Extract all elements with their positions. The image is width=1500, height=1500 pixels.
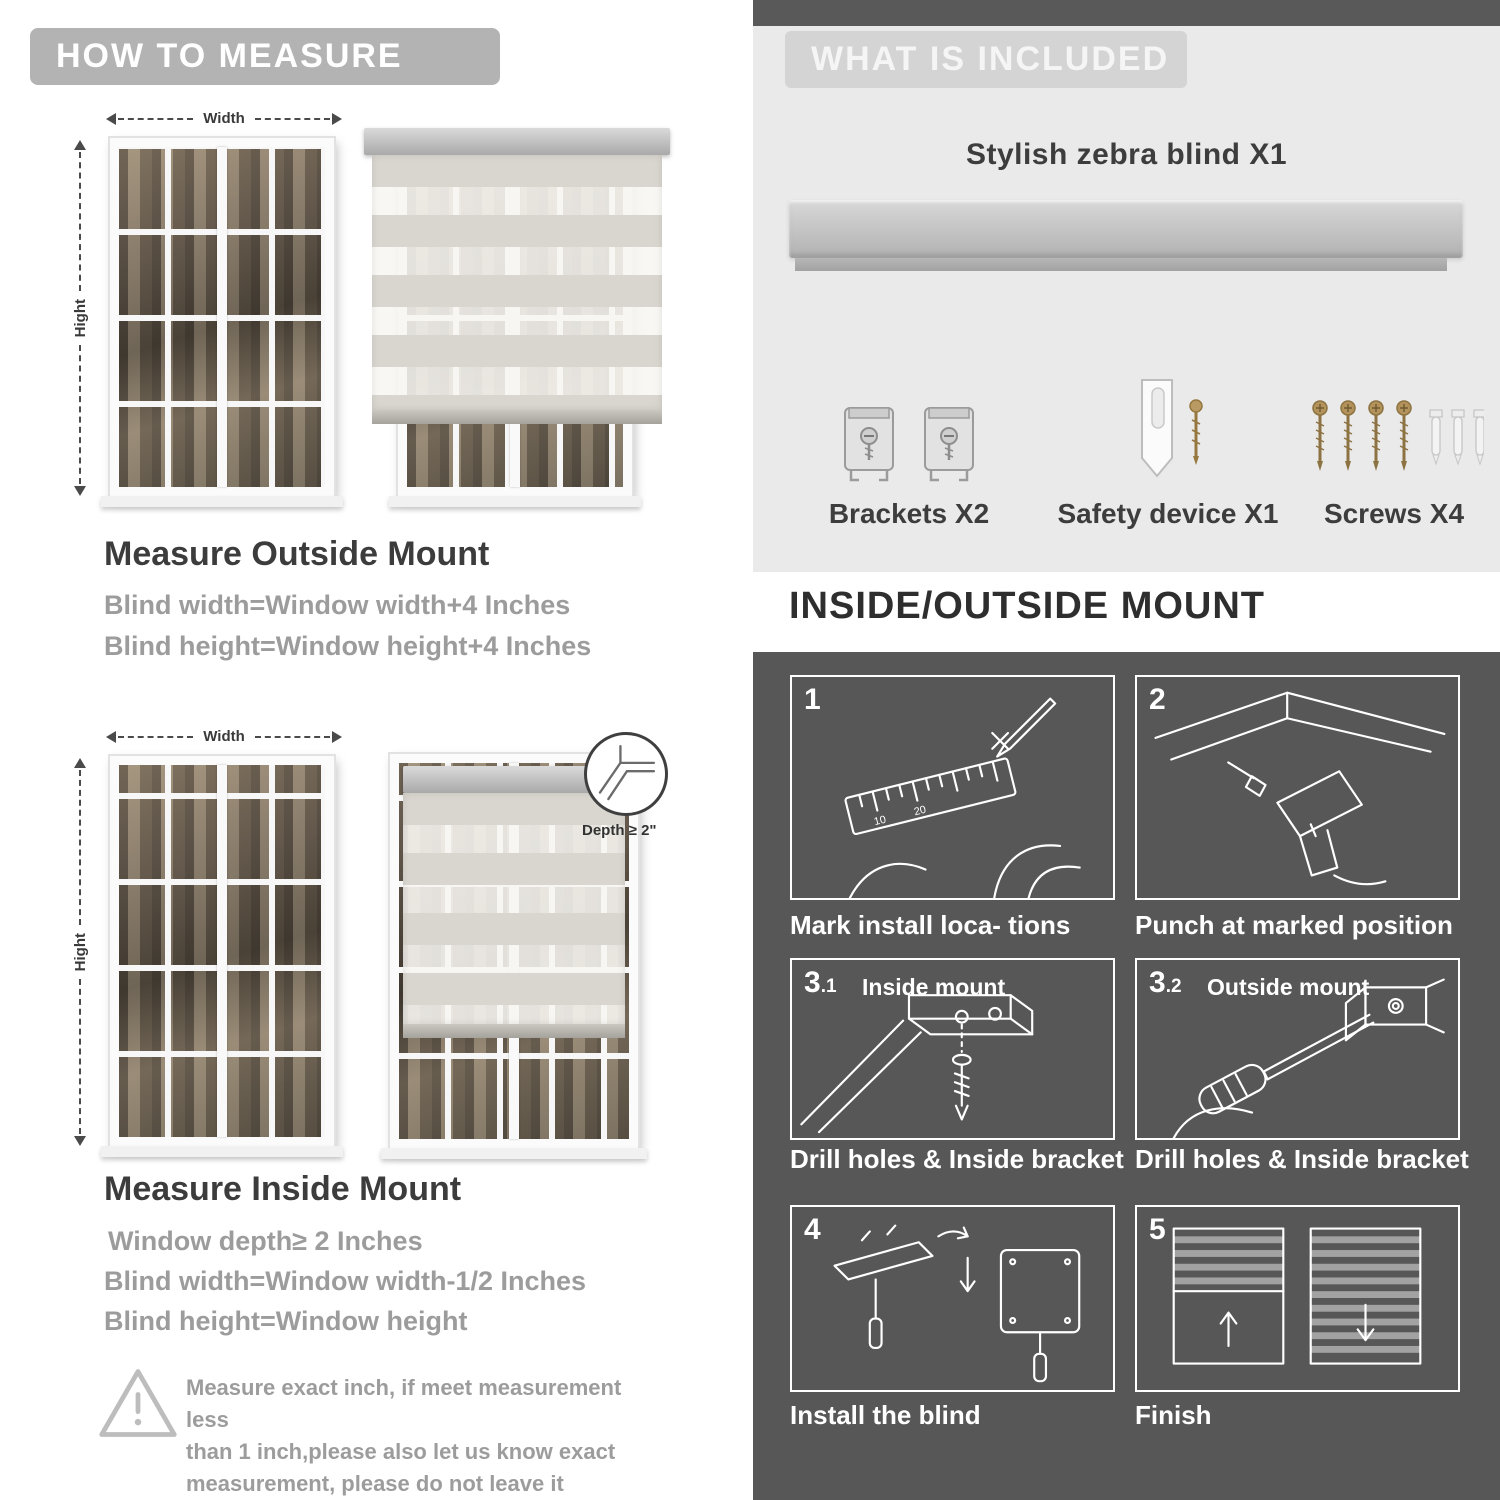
brackets-label: Brackets X2 bbox=[828, 498, 990, 529]
dashed-line bbox=[254, 735, 331, 738]
step-number: 3.2 bbox=[1149, 966, 1182, 999]
blind-headrail bbox=[364, 128, 670, 155]
install-blind-illustration bbox=[833, 1224, 1081, 1383]
outside-mount-rule-width: Blind width=Window width+4 Inches bbox=[104, 590, 571, 620]
screws-icon-box bbox=[1301, 326, 1487, 486]
depth-callout-circle bbox=[584, 732, 668, 816]
arrowhead-left-icon bbox=[106, 112, 116, 125]
drill-illustration bbox=[1154, 691, 1446, 886]
arrowhead-right-icon bbox=[332, 112, 343, 125]
svg-text:20: 20 bbox=[913, 804, 928, 819]
inside-outside-mount-heading: INSIDE/OUTSIDE MOUNT bbox=[789, 585, 1266, 627]
height-label: Hight bbox=[71, 932, 89, 972]
step-caption-5: Finish bbox=[1135, 1400, 1212, 1430]
width-label: Width bbox=[203, 728, 245, 745]
width-label: Width bbox=[203, 110, 245, 127]
step-number: 2 bbox=[1149, 683, 1166, 716]
arrowhead-right-icon bbox=[332, 730, 343, 743]
width-arrow-inside: Width bbox=[106, 728, 343, 745]
mount-steps-section: 10 20 1 Mark install loca- tions bbox=[753, 652, 1500, 1500]
outside-mount-rule-height: Blind height=Window height+4 Inches bbox=[104, 631, 592, 661]
inside-mount-rule-width: Blind width=Window width-1/2 Inches bbox=[104, 1266, 587, 1296]
zebra-blind-inside bbox=[403, 766, 625, 1038]
step-number: 1 bbox=[804, 683, 821, 716]
zebra-blind-outside bbox=[364, 128, 670, 424]
inside-mount-rule-depth: Window depth≥ 2 Inches bbox=[108, 1226, 423, 1256]
window-photo-inside bbox=[101, 754, 343, 1157]
step-box-5: 5 bbox=[1135, 1205, 1460, 1392]
screws-icon bbox=[1304, 394, 1484, 471]
svg-text:10: 10 bbox=[873, 814, 888, 829]
height-arrow-inside: Hight bbox=[70, 758, 90, 1147]
step-number: 5 bbox=[1149, 1213, 1166, 1246]
arrowhead-down-icon bbox=[74, 486, 86, 497]
safety-device-label: Safety device X1 bbox=[1057, 498, 1279, 529]
safety-device-icon-box bbox=[1041, 326, 1295, 486]
arrowhead-down-icon bbox=[74, 1136, 86, 1147]
step-box-3-2: 3.2 Outside mount bbox=[1135, 958, 1460, 1140]
blind-bottomrail bbox=[403, 1024, 625, 1038]
arrowhead-up-icon bbox=[74, 140, 86, 150]
step-box-2: 2 bbox=[1135, 675, 1460, 900]
inside-bracket-illustration bbox=[800, 994, 1034, 1134]
right-top-strip bbox=[753, 0, 1500, 26]
measure-note-line3: measurement, please do not leave it bbox=[186, 1470, 564, 1496]
dashed-line bbox=[118, 735, 194, 738]
step-box-3-1: 3.1 Inside mount bbox=[790, 958, 1115, 1140]
arrowhead-up-icon bbox=[74, 758, 86, 768]
step-caption-4: Install the blind bbox=[790, 1400, 981, 1430]
brackets-item: Brackets X2 bbox=[793, 326, 1025, 530]
step-number: 4 bbox=[804, 1213, 821, 1246]
blind-bottomrail bbox=[372, 410, 662, 424]
inside-mount-heading: Measure Inside Mount bbox=[104, 1170, 462, 1208]
inside-mount-rule-height: Blind height=Window height bbox=[104, 1306, 468, 1336]
outside-mount-tag: Outside mount bbox=[1207, 974, 1370, 1000]
measure-note-line2: than 1 inch,please also let us know exac… bbox=[186, 1438, 616, 1464]
dashed-line bbox=[79, 770, 81, 925]
dashed-line bbox=[79, 345, 81, 485]
how-to-measure-banner: HOW TO MEASURE bbox=[30, 28, 500, 85]
mark-locations-illustration: 10 20 bbox=[844, 697, 1081, 898]
what-is-included-section: WHAT IS INCLUDED Stylish zebra blind X1 bbox=[753, 26, 1500, 572]
measure-note: Measure exact inch, if meet measurement … bbox=[186, 1372, 666, 1500]
step-caption-2: Punch at marked position bbox=[1135, 910, 1453, 940]
height-label: Hight bbox=[71, 298, 89, 338]
screws-label: Screws X4 bbox=[1323, 498, 1465, 529]
outside-mount-heading: Measure Outside Mount bbox=[104, 535, 490, 573]
dashed-line bbox=[118, 117, 194, 120]
width-arrow-outside: Width bbox=[106, 110, 343, 127]
blind-fabric bbox=[372, 155, 662, 410]
safety-device-icon bbox=[1108, 376, 1228, 486]
step-box-1: 10 20 1 bbox=[790, 675, 1115, 900]
outside-bracket-illustration bbox=[1172, 978, 1445, 1138]
product-title: Stylish zebra blind X1 bbox=[965, 138, 1288, 171]
step-number: 3.1 bbox=[804, 966, 837, 999]
dashed-line bbox=[254, 117, 331, 120]
window-corner-icon bbox=[598, 744, 656, 801]
how-to-measure-title: HOW TO MEASURE bbox=[56, 37, 403, 75]
height-arrow-outside: Hight bbox=[70, 140, 90, 497]
step-caption-1: Mark install loca- tions bbox=[790, 910, 1071, 940]
dashed-line bbox=[79, 152, 81, 291]
what-is-included-banner: WHAT IS INCLUDED bbox=[785, 31, 1187, 88]
bracket-icon bbox=[917, 402, 981, 486]
step-caption-3-2: Drill holes & Inside bracket bbox=[1135, 1144, 1469, 1174]
finish-illustration bbox=[1172, 1227, 1422, 1365]
blind-fabric bbox=[403, 793, 625, 1024]
window-photo-outside bbox=[101, 136, 343, 507]
inside-mount-tag: Inside mount bbox=[862, 974, 1006, 1000]
what-is-included-title: WHAT IS INCLUDED bbox=[811, 40, 1170, 78]
screws-item: Screws X4 bbox=[1301, 326, 1487, 530]
arrowhead-left-icon bbox=[106, 730, 116, 743]
dashed-line bbox=[79, 979, 81, 1135]
safety-device-item: Safety device X1 bbox=[1041, 326, 1295, 530]
measure-note-line1: Measure exact inch, if meet measurement … bbox=[186, 1375, 622, 1432]
brackets-icons bbox=[793, 326, 1025, 486]
step-box-4: 4 bbox=[790, 1205, 1115, 1392]
zebra-blind-headrail-image bbox=[789, 200, 1463, 271]
step-caption-3-1: Drill holes & Inside bracket bbox=[790, 1144, 1124, 1174]
warning-triangle-icon bbox=[99, 1369, 177, 1437]
depth-label: Depth ≥ 2" bbox=[582, 822, 657, 839]
bracket-icon bbox=[837, 402, 901, 486]
